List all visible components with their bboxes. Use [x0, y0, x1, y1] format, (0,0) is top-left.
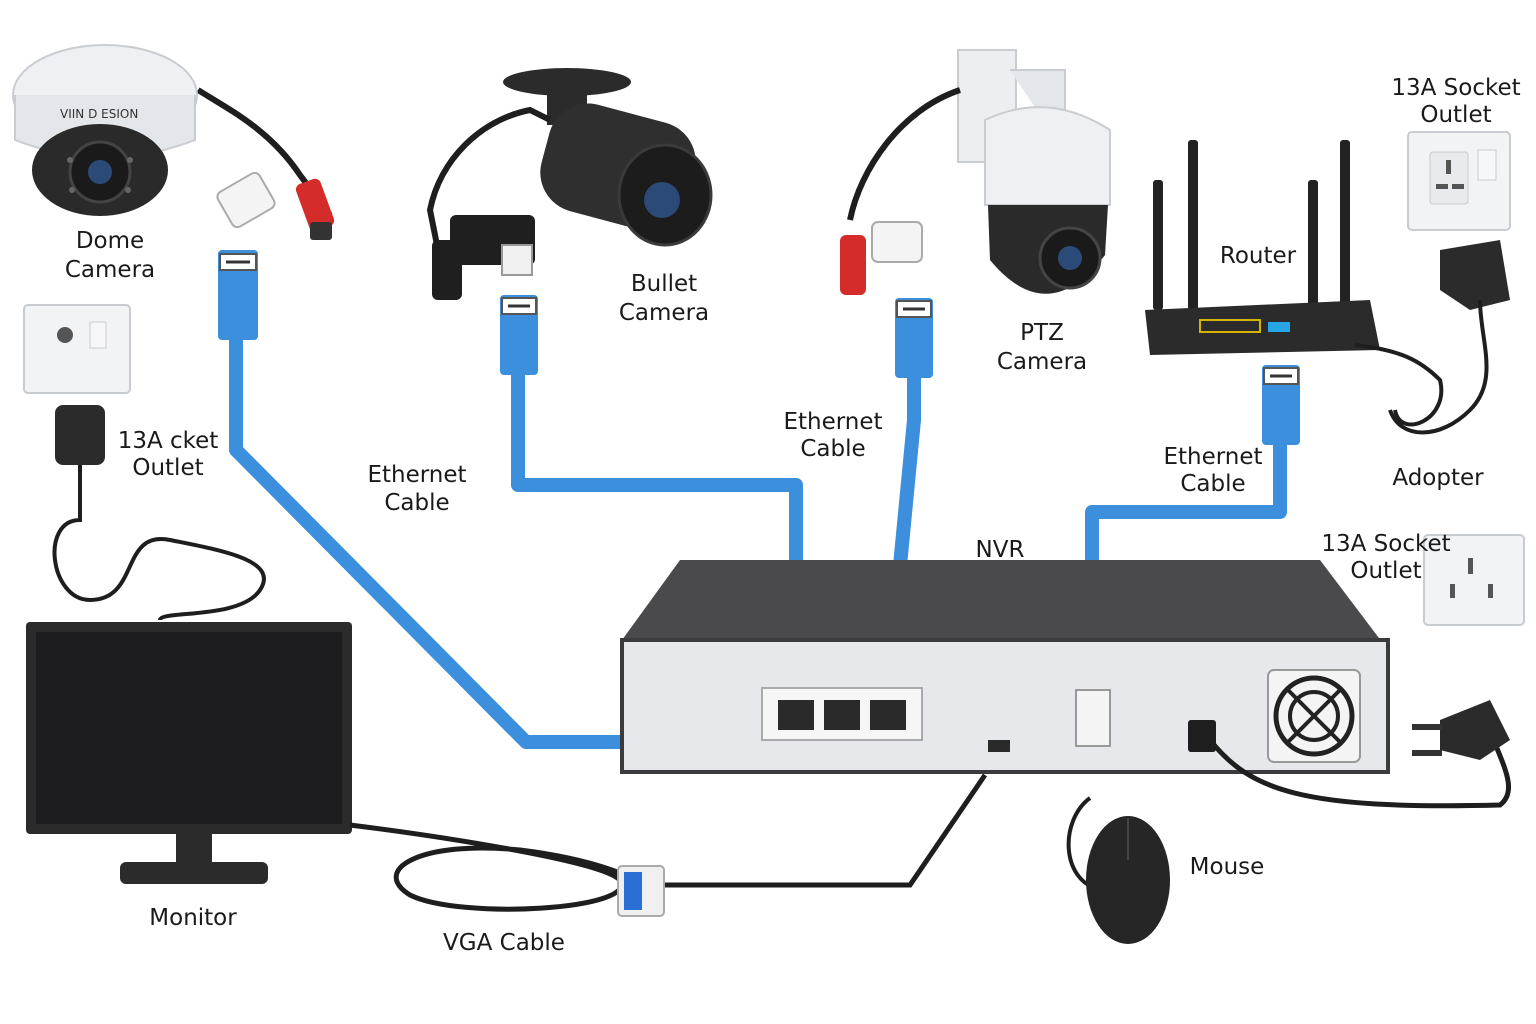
- bullet-camera-label-line2: Camera: [619, 300, 709, 326]
- socket-left-icon: [23, 304, 131, 394]
- router-label: Router: [1220, 243, 1297, 269]
- rj45-plug-bullet: [500, 295, 538, 375]
- mouse-icon: [1066, 796, 1170, 944]
- ethernet-mid-label-line2: Cable: [800, 436, 865, 462]
- mouse-label: Mouse: [1190, 854, 1265, 880]
- ethernet-mid-label-line1: Ethernet: [783, 409, 882, 435]
- dome-camera-icon: VIIN D ESION: [12, 44, 335, 240]
- dome-camera-label-line1: Dome: [76, 228, 144, 254]
- ethernet-right-label-line1: Ethernet: [1163, 444, 1262, 470]
- monitor-label: Monitor: [149, 905, 237, 931]
- vga-cable-icon: [349, 773, 988, 917]
- rj45-plug-ptz: [895, 298, 933, 378]
- socket-right-label-line1: 13A Socket: [1321, 531, 1450, 557]
- socket-right-label-line2: Outlet: [1350, 558, 1421, 584]
- socket-top-right-label-line2: Outlet: [1420, 102, 1491, 128]
- bullet-camera-icon: [426, 68, 713, 300]
- nvr-device-icon: [620, 560, 1512, 809]
- adapter-icon: [1388, 240, 1510, 435]
- ptz-camera-icon: [840, 49, 1111, 295]
- socket-top-right-label-line1: 13A Socket: [1391, 75, 1520, 101]
- rj45-plug-dome: [218, 250, 258, 340]
- bullet-camera-label-line1: Bullet: [631, 271, 697, 297]
- vga-cable-label: VGA Cable: [443, 930, 565, 956]
- rj45-plug-router: [1262, 365, 1300, 445]
- monitor-icon: [26, 622, 352, 884]
- dome-camera-label-line2: Camera: [65, 257, 155, 283]
- plug-left-icon: [52, 405, 266, 622]
- adopter-label: Adopter: [1392, 465, 1484, 491]
- ethernet-left-label-line1: Ethernet: [367, 462, 466, 488]
- socket-right-icon: [1423, 534, 1525, 626]
- rj45-plugs: [218, 250, 1300, 445]
- dome-brand-text: VIIN D ESION: [60, 107, 138, 121]
- socket-top-right-icon: [1407, 131, 1511, 231]
- ethernet-cable-dome: [229, 313, 707, 749]
- ptz-camera-label-line2: Camera: [997, 349, 1087, 375]
- text-labels: Dome Camera Bullet Camera PTZ Camera Rou…: [65, 75, 1521, 956]
- socket-left-label-line2: Outlet: [132, 455, 203, 481]
- nvr-label: NVR: [976, 537, 1025, 563]
- ethernet-left-label-line2: Cable: [384, 490, 449, 516]
- ethernet-right-label-line2: Cable: [1180, 471, 1245, 497]
- socket-left-label-line1: 13A cket: [118, 428, 219, 454]
- router-icon: [1145, 140, 1444, 427]
- ptz-camera-label-line1: PTZ: [1020, 320, 1064, 346]
